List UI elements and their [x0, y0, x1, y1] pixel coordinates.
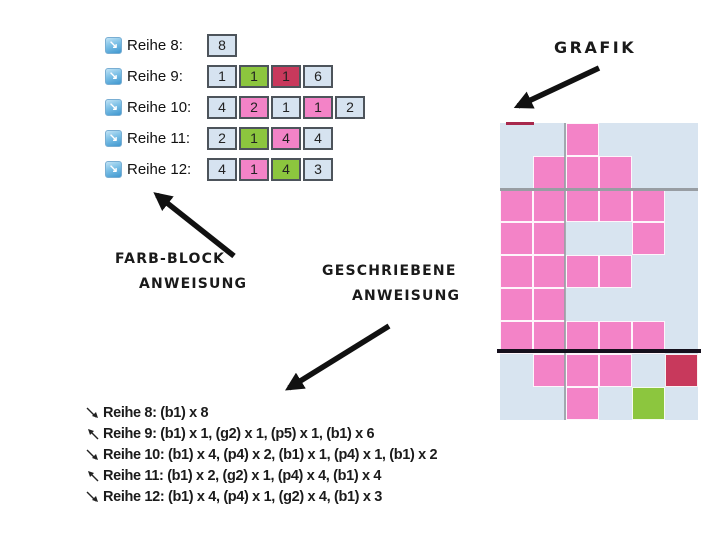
color-block: 2: [207, 126, 237, 150]
written-instruction-row: Reihe 8: (b1) x 8: [85, 402, 437, 423]
grid-cell: [566, 156, 599, 189]
grid-cell: [599, 255, 632, 288]
color-block: 4: [303, 126, 333, 150]
down-right-arrow-icon: [86, 407, 98, 418]
down-right-arrow-icon: [86, 449, 98, 460]
down-right-arrow-icon: [86, 491, 98, 502]
color-block: 1: [239, 126, 269, 150]
grid-cell: [533, 189, 566, 222]
color-block: 4: [207, 95, 237, 119]
diagonal-arrow-icon: ↘: [105, 67, 122, 85]
arrow-to-written-instructions-icon: [285, 323, 391, 391]
up-left-arrow-icon: [88, 429, 99, 440]
grafik-label: GRAFIK: [554, 38, 637, 57]
color-block: 1: [303, 95, 333, 119]
grid-cell: [632, 189, 665, 222]
grid-cell: [566, 321, 599, 354]
grid-cell: [665, 354, 698, 387]
color-block: 1: [271, 64, 301, 88]
geschriebene-label-line1: GESCHRIEBENE: [322, 263, 457, 279]
grid-cell: [599, 189, 632, 222]
farb-block-label-line2: ANWEISUNG: [139, 276, 248, 292]
grid-horizontal-guide-line: [500, 188, 698, 191]
diagonal-arrow-icon: ↘: [105, 36, 122, 54]
written-instruction-list: Reihe 8: (b1) x 8 Reihe 9: (b1) x 1, (g2)…: [85, 402, 438, 507]
grid-cell: [599, 156, 632, 189]
grid-cell: [533, 354, 566, 387]
grid-cell: [632, 222, 665, 255]
grid-vertical-guide-line: [564, 123, 566, 420]
grid-cell: [632, 387, 665, 420]
color-block: 1: [207, 64, 237, 88]
grid-cell: [533, 222, 566, 255]
written-instruction-row: Reihe 9: (b1) x 1, (g2) x 1, (p5) x 1, (…: [85, 423, 437, 444]
written-instruction-row: Reihe 12: (b1) x 4, (p4) x 1, (g2) x 4, …: [85, 486, 437, 507]
written-instruction-row: Reihe 10: (b1) x 4, (p4) x 2, (b1) x 1, …: [85, 444, 438, 465]
grid-cell: [500, 321, 533, 354]
color-block: 2: [239, 95, 269, 119]
row-label: Reihe 9:: [127, 67, 183, 85]
farb-block-label-line1: FARB-BLOCK: [115, 251, 226, 267]
geschriebene-label-line2: ANWEISUNG: [352, 288, 461, 304]
written-instruction-text: Reihe 9: (b1) x 1, (g2) x 1, (p5) x 1, (…: [103, 425, 375, 442]
grid-cell: [566, 354, 599, 387]
color-block: 4: [271, 157, 301, 181]
diagonal-arrow-icon: ↘: [105, 160, 122, 178]
grid-cell: [533, 255, 566, 288]
grid-black-marker-line: [497, 349, 701, 353]
grid-cell: [533, 156, 566, 189]
row-label: Reihe 8:: [127, 36, 183, 54]
grid-cell: [599, 354, 632, 387]
color-block: 1: [239, 157, 269, 181]
written-instruction-row: Reihe 11: (b1) x 2, (g2) x 1, (p4) x 4, …: [85, 465, 437, 486]
grid-cell: [566, 123, 599, 156]
grid-cell: [500, 288, 533, 321]
crochet-chart-grid: [500, 123, 698, 420]
written-instruction-text: Reihe 12: (b1) x 4, (p4) x 1, (g2) x 4, …: [103, 488, 382, 505]
color-block: 6: [303, 64, 333, 88]
color-block-sequence: 8: [207, 33, 239, 57]
written-instruction-text: Reihe 11: (b1) x 2, (g2) x 1, (p4) x 4, …: [103, 467, 382, 484]
row-label: Reihe 11:: [127, 129, 191, 147]
diagonal-arrow-icon: ↘: [105, 98, 122, 116]
grid-cell: [599, 321, 632, 354]
row-label: Reihe 12:: [127, 160, 192, 178]
grid-cell: [566, 189, 599, 222]
grid-cell: [500, 189, 533, 222]
diagonal-arrow-icon: ↘: [105, 129, 122, 147]
row-label: Reihe 10:: [127, 98, 192, 116]
color-block: 4: [271, 126, 301, 150]
color-block: 8: [207, 33, 237, 57]
grid-cell: [500, 255, 533, 288]
color-block-row: ↘ Reihe 8: 8: [105, 33, 367, 57]
grid-red-marker-line: [506, 122, 534, 125]
grid-cell: [500, 222, 533, 255]
grid-cell: [533, 288, 566, 321]
grid-cell: [566, 387, 599, 420]
color-block: 3: [303, 157, 333, 181]
arrow-to-color-blocks-icon: [153, 192, 236, 259]
color-block: 1: [239, 64, 269, 88]
arrow-to-grafik-icon: [513, 65, 601, 109]
grid-cell: [566, 255, 599, 288]
written-instruction-text: Reihe 8: (b1) x 8: [103, 404, 209, 421]
written-instruction-text: Reihe 10: (b1) x 4, (p4) x 2, (b1) x 1, …: [103, 446, 438, 463]
grid-cell: [632, 321, 665, 354]
up-left-arrow-icon: [88, 471, 99, 482]
color-block: 1: [271, 95, 301, 119]
color-block: 2: [335, 95, 365, 119]
color-block: 4: [207, 157, 237, 181]
